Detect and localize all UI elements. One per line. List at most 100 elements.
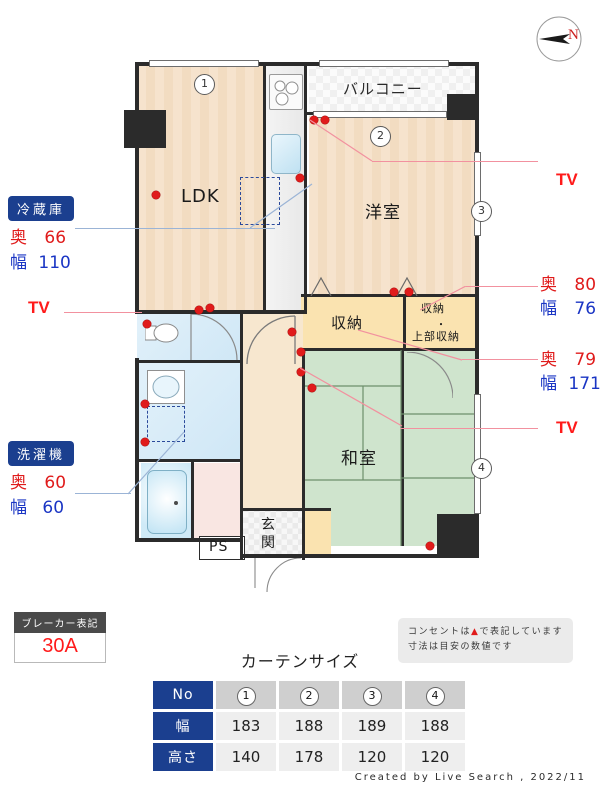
refrigerator-depth-value: 66	[44, 228, 67, 248]
leader-washing-machine	[75, 493, 131, 494]
washing-machine-width: 幅 60	[10, 493, 64, 518]
height-value-4: 120	[405, 743, 465, 771]
room-label-yoshitsu: 洋室	[365, 203, 401, 223]
washing-machine-slot	[147, 406, 185, 442]
washing-machine-width-value: 60	[42, 498, 65, 518]
wall-outer-left	[135, 62, 139, 314]
upper-storage-depth: 奥 80	[540, 270, 596, 295]
wall-hall-right	[302, 350, 305, 560]
leader-washing-diag	[127, 430, 188, 496]
table-row-width: 幅 183 188 189 188	[153, 712, 465, 740]
column-no-2: 2	[279, 681, 339, 709]
outlet-washitsu-nw	[308, 384, 316, 392]
outlet-kitchen	[296, 174, 304, 182]
tv-label-washitsu: TV	[556, 418, 578, 437]
closet-width-label: 幅	[540, 374, 557, 394]
window-washitsu-e	[474, 394, 481, 514]
upper-storage-width-value: 76	[574, 299, 597, 319]
refrigerator-width-value: 110	[38, 253, 71, 273]
outlet-washitsu-south	[426, 542, 434, 550]
leader-tv-ldk	[64, 312, 142, 313]
room-label-ps: PS	[209, 539, 229, 555]
upper-storage-width-label: 幅	[540, 299, 557, 319]
leader-storage-upper-dim	[466, 286, 538, 287]
width-value-3: 189	[342, 712, 402, 740]
leader-tv-yoshitsu-diag	[309, 118, 374, 164]
breaker-box: ブレーカー表記 30A	[14, 612, 106, 663]
outlet-washroom-b	[141, 438, 149, 446]
pillar-top-left	[124, 110, 166, 148]
washing-machine-depth-label: 奥	[10, 473, 27, 493]
height-value-1: 140	[216, 743, 276, 771]
refrigerator-title: 冷蔵庫	[8, 196, 75, 221]
legend-note: コンセントは▲で表記しています 寸法は目安の数値です	[398, 618, 574, 663]
room-ldk-floor	[137, 64, 265, 311]
breaker-title: ブレーカー表記	[14, 612, 106, 633]
upper-storage-width: 幅 76	[540, 294, 596, 319]
column-no-3: 3	[342, 681, 402, 709]
door-toilet	[189, 313, 239, 361]
refrigerator-depth: 奥 66	[10, 223, 66, 248]
leader-closet-diag	[357, 329, 464, 362]
closet-depth: 奥 79	[540, 345, 596, 370]
refrigerator-slot	[240, 177, 280, 225]
window-marker-3: 3	[471, 201, 492, 222]
room-label-storage-2a: 収納	[421, 302, 445, 315]
row-header-width: 幅	[153, 712, 213, 740]
room-label-genkan-2: 関	[261, 535, 276, 551]
washing-machine-title: 洗濯機	[8, 441, 75, 466]
outlet-hall-a	[297, 348, 305, 356]
curtain-marker-1: 1	[236, 686, 256, 706]
refrigerator-width: 幅 110	[10, 248, 71, 273]
room-label-balcony: バルコニー	[343, 80, 423, 98]
leader-refrigerator	[75, 228, 275, 229]
outlet-yoshitsu-nw1	[310, 116, 318, 124]
wall-washitsu-inner-v	[401, 350, 404, 546]
outlet-ldk-hall	[195, 306, 203, 314]
room-label-storage-1: 収納	[331, 314, 364, 332]
outlet-washroom-a	[141, 400, 149, 408]
washing-machine-depth: 奥 60	[10, 468, 66, 493]
wall-bath-divider	[191, 462, 194, 540]
footer-credit: Created by Live Search , 2022/11	[354, 772, 586, 783]
door-genkan	[243, 557, 305, 593]
closet-door-marks	[309, 276, 429, 297]
pillar-bottom-right	[437, 514, 479, 556]
room-label-ldk: LDK	[181, 186, 220, 207]
outlet-yoshitsu-south	[390, 288, 398, 296]
refrigerator-width-label: 幅	[10, 253, 27, 273]
note-line-1b: で表記しています	[479, 627, 564, 637]
pillar-balcony-right	[447, 94, 479, 120]
outlet-triangle-icon: ▲	[471, 627, 480, 637]
outlet-ldk-south	[206, 304, 214, 312]
floor-plan: 1 2 3 4 LDK バルコニー 洋室 和室 収納 収納 ・ 上部収納 玄 関…	[124, 58, 492, 593]
outlet-storage-top	[405, 288, 413, 296]
curtain-size-title: カーテンサイズ	[240, 652, 360, 671]
leader-storage-upper-diag	[419, 285, 468, 312]
table-row-height: 高さ 140 178 120 120	[153, 743, 465, 771]
row-header-no: No	[153, 681, 213, 709]
closet-depth-label: 奥	[540, 350, 557, 370]
column-no-1: 1	[216, 681, 276, 709]
door-hallway	[245, 314, 297, 365]
window-yoshitsu-s	[313, 111, 447, 118]
tatami-seams	[305, 350, 477, 546]
height-value-2: 178	[279, 743, 339, 771]
outlet-ldk-west	[152, 191, 160, 199]
window-ldk-top	[149, 60, 259, 67]
outlet-toilet	[143, 320, 151, 328]
room-label-storage-2b: ・	[436, 320, 447, 331]
room-label-storage-2c: 上部収納	[412, 330, 460, 343]
compass: N	[530, 10, 588, 68]
table-row-no: No 1 2 3 4	[153, 681, 465, 709]
wall-left-lower	[135, 358, 139, 542]
bathtub-icon	[147, 470, 187, 534]
window-marker-2: 2	[370, 126, 391, 147]
tv-label-yoshitsu: TV	[556, 170, 578, 189]
width-value-4: 188	[405, 712, 465, 740]
window-marker-1: 1	[194, 74, 215, 95]
window-balcony-top	[319, 60, 449, 67]
north-label: N	[568, 27, 579, 43]
toilet-icon	[144, 322, 179, 344]
door-washitsu	[406, 351, 454, 399]
